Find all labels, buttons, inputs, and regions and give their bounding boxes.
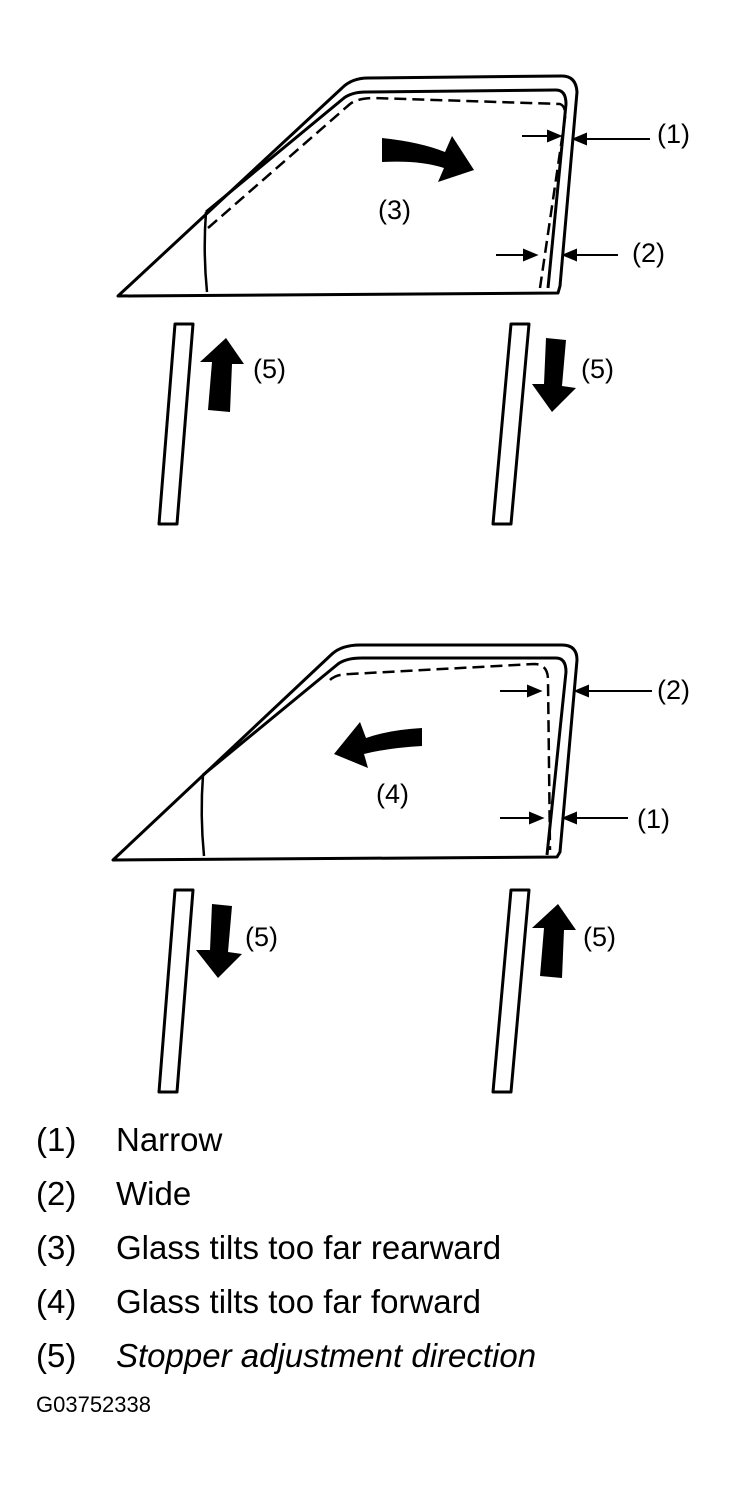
figure-id: G03752338: [36, 1392, 151, 1417]
legend-number: (2): [36, 1174, 77, 1212]
callout-rearward: (3): [378, 195, 411, 225]
top-door-glass: [116, 74, 579, 298]
rearward-arrow-icon: [382, 136, 474, 182]
stopper-up-arrow-icon: [200, 338, 244, 412]
forward-arrow-icon: [334, 722, 422, 768]
legend-item: (5) Stopper adjustment direction: [36, 1328, 716, 1382]
legend-item: (3) Glass tilts too far rearward: [36, 1220, 716, 1274]
stopper-up-arrow-icon: [532, 904, 576, 978]
legend-number: (3): [36, 1228, 77, 1266]
callout-narrow-bottom: (1): [637, 804, 670, 834]
legend-text: Glass tilts too far rearward: [116, 1228, 502, 1266]
legend-number: (5): [36, 1336, 77, 1374]
legend-text: Wide: [116, 1174, 192, 1212]
legend: (1) Narrow (2) Wide (3) Glass tilts too …: [36, 1112, 716, 1382]
legend-item: (2) Wide: [36, 1166, 716, 1220]
legend-text: Glass tilts too far forward: [116, 1282, 481, 1320]
window-adjustment-diagram: (1) (2) (3) (5) (5) (2) (1) (4): [111, 74, 690, 1094]
legend-item: (4) Glass tilts too far forward: [36, 1274, 716, 1328]
callout-wide-bottom: (2): [657, 675, 690, 705]
bottom-door-glass: [111, 643, 579, 862]
stopper-down-arrow-icon: [532, 338, 576, 412]
callout-stopper-top-right: (5): [581, 354, 614, 384]
legend-number: (1): [36, 1120, 77, 1158]
top-stoppers: [157, 322, 531, 526]
callout-narrow-top: (1): [657, 119, 690, 149]
callout-stopper-bottom-left: (5): [245, 922, 278, 952]
legend-text: Narrow: [116, 1120, 223, 1158]
callout-wide-top: (2): [632, 238, 665, 268]
callout-forward: (4): [376, 779, 409, 809]
top-gap-pointers: [496, 129, 650, 262]
legend-item: (1) Narrow: [36, 1112, 716, 1166]
callout-stopper-top-left: (5): [253, 354, 286, 384]
stopper-down-arrow-icon: [196, 904, 242, 978]
bottom-gap-pointers: [500, 684, 652, 825]
legend-text: Stopper adjustment direction: [116, 1336, 537, 1374]
legend-number: (4): [36, 1282, 77, 1320]
bottom-stoppers: [157, 888, 531, 1094]
callout-stopper-bottom-right: (5): [583, 922, 616, 952]
